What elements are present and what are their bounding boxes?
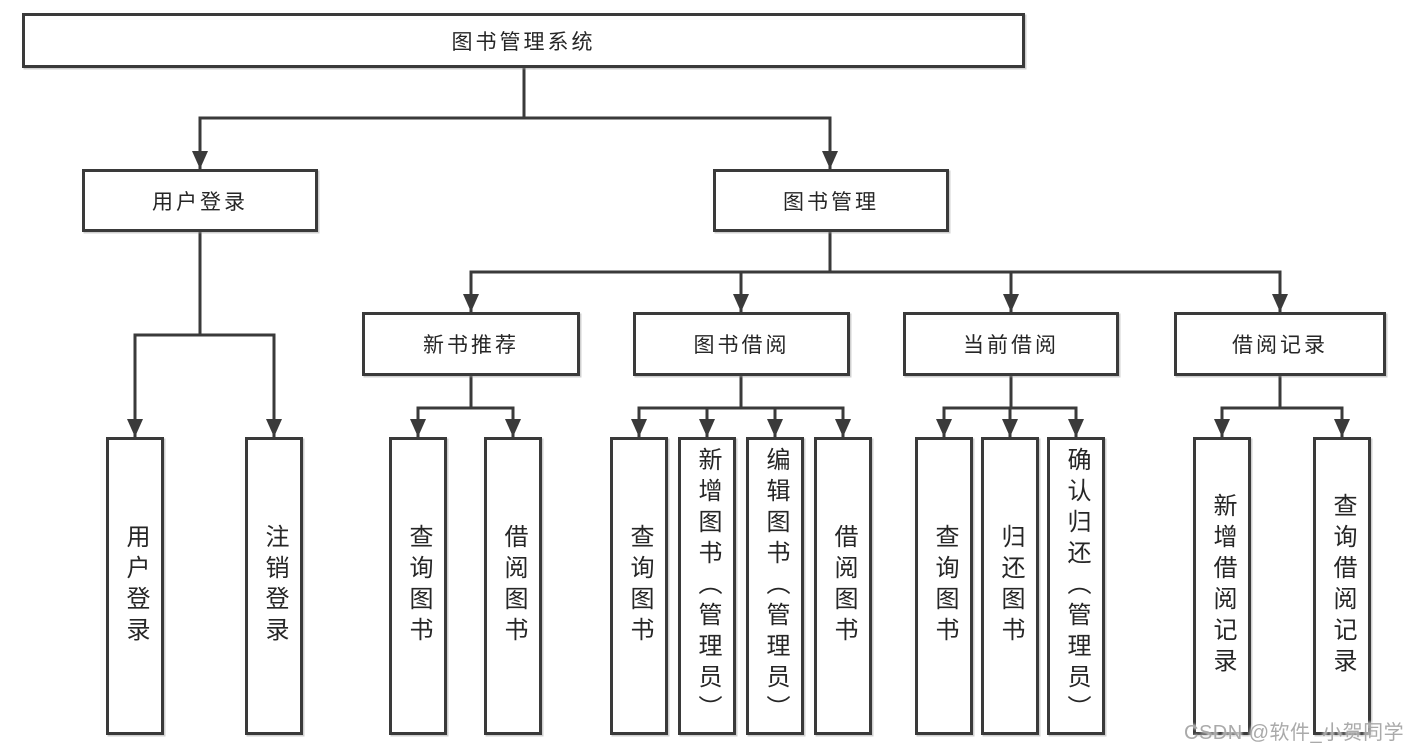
leaf-borrow-borrow-books: 借阅图书 bbox=[814, 437, 872, 735]
leaf-recommend-query-books: 查询图书 bbox=[389, 437, 447, 735]
node-new-book-recommend: 新书推荐 bbox=[362, 312, 580, 376]
node-label: 用户登录 bbox=[152, 190, 248, 214]
node-label: 新书推荐 bbox=[423, 334, 519, 357]
node-label: 图书管理系统 bbox=[451, 30, 596, 54]
leaf-user-login: 用户登录 bbox=[106, 437, 164, 735]
node-label: 当前借阅 bbox=[963, 334, 1059, 357]
node-label: 图书管理 bbox=[783, 190, 879, 214]
node-label: 借阅记录 bbox=[1232, 334, 1328, 357]
leaf-label: 新增图书（管理员） bbox=[694, 446, 721, 726]
leaf-borrow-edit-books-admin: 编辑图书（管理员） bbox=[746, 437, 804, 735]
leaf-label: 确认归还（管理员） bbox=[1063, 446, 1090, 726]
leaf-label: 注销登录 bbox=[261, 524, 288, 648]
leaf-label: 借阅图书 bbox=[500, 524, 527, 648]
leaf-label: 查询图书 bbox=[931, 524, 958, 648]
node-book-borrow: 图书借阅 bbox=[633, 312, 850, 376]
leaf-label: 借阅图书 bbox=[830, 524, 857, 648]
leaf-label: 编辑图书（管理员） bbox=[762, 446, 789, 726]
leaf-label: 查询借阅记录 bbox=[1329, 493, 1356, 679]
leaf-label: 查询图书 bbox=[626, 524, 653, 648]
leaf-label: 查询图书 bbox=[405, 524, 432, 648]
leaf-recommend-borrow-books: 借阅图书 bbox=[484, 437, 542, 735]
leaf-label: 归还图书 bbox=[997, 524, 1024, 648]
node-current-borrow: 当前借阅 bbox=[903, 312, 1119, 376]
node-borrow-records: 借阅记录 bbox=[1174, 312, 1386, 376]
leaf-borrow-query-books: 查询图书 bbox=[610, 437, 668, 735]
node-label: 图书借阅 bbox=[693, 334, 790, 357]
leaf-current-query-books: 查询图书 bbox=[915, 437, 973, 735]
leaf-label: 用户登录 bbox=[122, 524, 149, 648]
node-user-login: 用户登录 bbox=[82, 169, 318, 232]
csdn-watermark: CSDN @软件_小贺同学 bbox=[1184, 722, 1405, 744]
leaf-borrow-add-books-admin: 新增图书（管理员） bbox=[678, 437, 736, 735]
leaf-current-confirm-return-admin: 确认归还（管理员） bbox=[1047, 437, 1105, 735]
node-library-management-system: 图书管理系统 bbox=[22, 13, 1025, 68]
leaf-current-return-books: 归还图书 bbox=[981, 437, 1039, 735]
node-book-management: 图书管理 bbox=[713, 169, 949, 232]
leaf-logout: 注销登录 bbox=[245, 437, 303, 735]
leaf-label: 新增借阅记录 bbox=[1209, 493, 1236, 679]
leaf-records-query-record: 查询借阅记录 bbox=[1313, 437, 1371, 735]
leaf-records-add-record: 新增借阅记录 bbox=[1193, 437, 1251, 735]
